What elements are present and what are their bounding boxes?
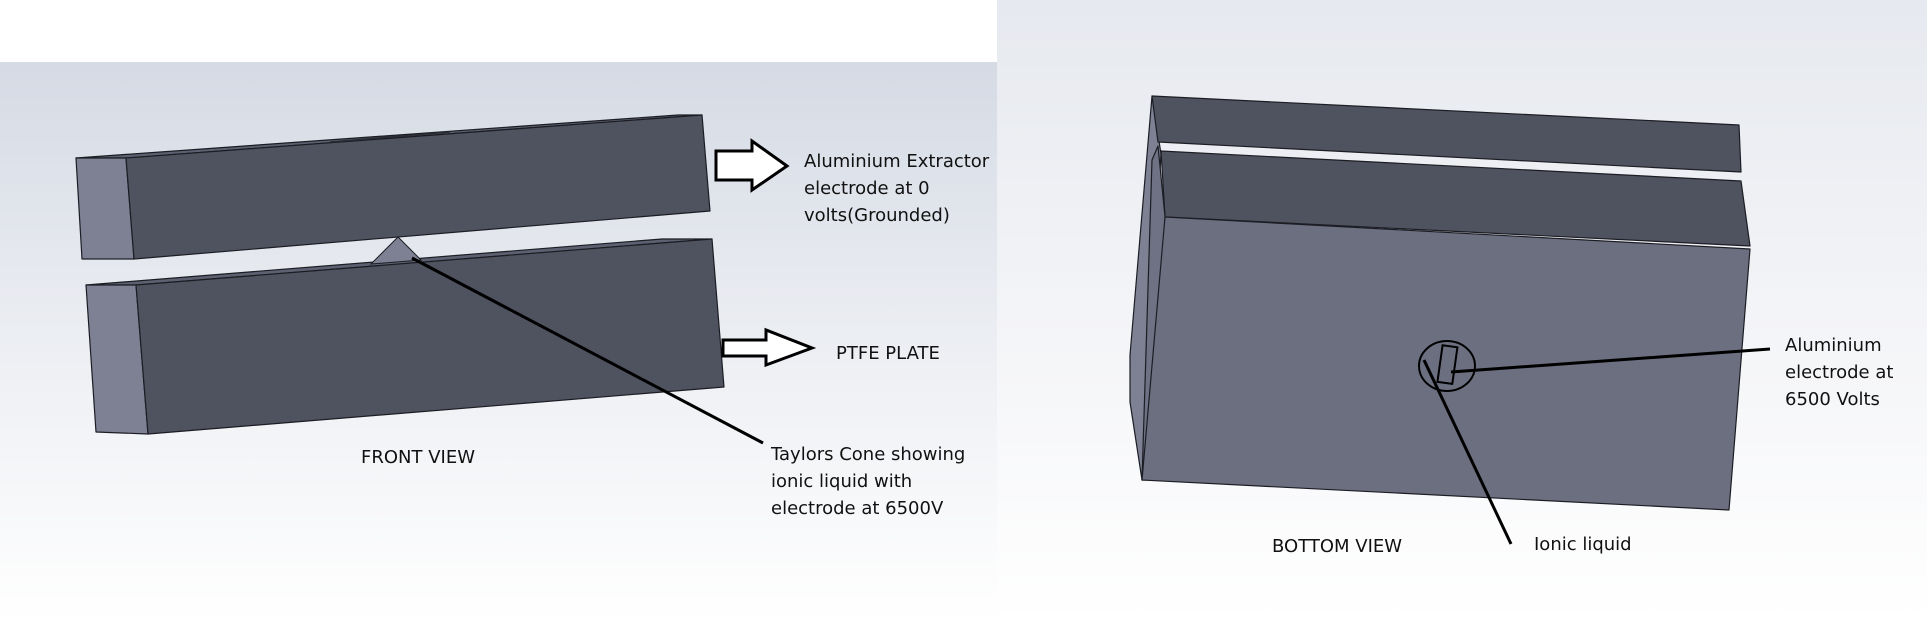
extractor-front-face [125, 114, 711, 260]
electrode-callout-label-line-3: 6500 Volts [1785, 389, 1880, 410]
ionic-liquid-callout-label: Ionic liquid [1534, 534, 1632, 555]
ptfe-callout-arrow [721, 327, 817, 368]
ptfe-front-face [135, 238, 725, 435]
electrode-callout-label-line-2: electrode at [1785, 362, 1894, 383]
taylor-cone-label-line-1: Taylors Cone showing [771, 444, 966, 465]
block-top-face-front [1160, 150, 1751, 247]
extractor-end-face [75, 157, 135, 260]
taylor-cone [369, 236, 423, 265]
ptfe-callout-label: PTFE PLATE [836, 343, 940, 364]
extractor-slot [329, 131, 451, 143]
ionic-liquid-leader-line [1422, 359, 1513, 545]
taylor-cone-label-line-2: ionic liquid with [771, 471, 913, 492]
taylor-cone-label-line-3: electrode at 6500V [771, 498, 944, 519]
front-view-title: FRONT VIEW [361, 447, 476, 468]
electrode-slot [1436, 344, 1459, 386]
extractor-callout-arrow [714, 138, 790, 193]
extractor-callout-label-line-1: Aluminium Extractor [804, 151, 990, 172]
extractor-electrode-bar [75, 114, 711, 260]
extractor-callout-label-line-3: volts(Grounded) [804, 205, 950, 226]
taylor-cone-leader-line [411, 256, 764, 445]
bottom-view-title: BOTTOM VIEW [1272, 536, 1403, 557]
electrode-callout-label-line-1: Aluminium [1785, 335, 1882, 356]
block-top-face-rear [1151, 95, 1742, 173]
electrode-leader-line [1450, 347, 1771, 374]
extractor-callout-label-line-2: electrode at 0 [804, 178, 930, 199]
